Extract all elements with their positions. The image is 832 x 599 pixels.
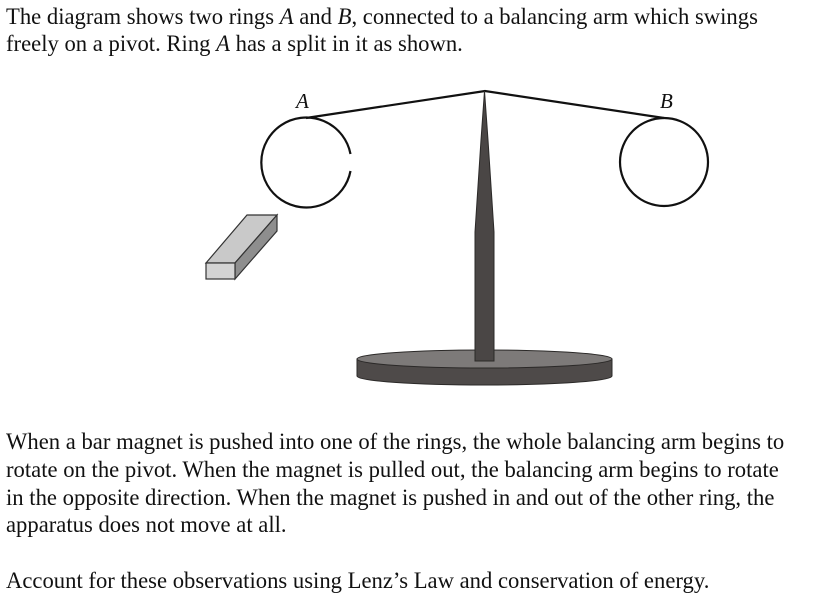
label-b: B bbox=[660, 89, 673, 113]
pivot-post bbox=[474, 90, 495, 362]
intro-text: The diagram shows two rings bbox=[6, 4, 280, 29]
label-a: A bbox=[294, 89, 309, 113]
body-line-1: When a bar magnet is pushed into one of … bbox=[6, 429, 785, 454]
intro-line-1: The diagram shows two rings A and B, con… bbox=[6, 3, 758, 30]
bar-magnet bbox=[204, 213, 279, 281]
intro-text: freely on a pivot. Ring bbox=[6, 31, 217, 56]
intro-text: , connected to a balancing arm which swi… bbox=[351, 4, 758, 29]
body-line-2: rotate on the pivot. When the magnet is … bbox=[6, 457, 779, 482]
intro-line-2: freely on a pivot. Ring A has a split in… bbox=[6, 30, 463, 57]
ring-a bbox=[260, 116, 352, 209]
ring-b-ref: B bbox=[337, 4, 352, 29]
intro-text: has a split in it as shown. bbox=[230, 31, 463, 56]
stand-base bbox=[356, 349, 613, 386]
body-line-3: in the opposite direction. When the magn… bbox=[6, 485, 775, 510]
balance-diagram: A B bbox=[204, 89, 710, 386]
intro-text: and bbox=[293, 4, 338, 29]
magnet-front-face bbox=[205, 262, 236, 280]
body-line-4: apparatus does not move at all. bbox=[6, 512, 287, 537]
question-text: Account for these observations using Len… bbox=[6, 568, 710, 593]
ring-a-ref: A bbox=[279, 4, 294, 29]
ring-b bbox=[618, 116, 710, 208]
ring-a-ref: A bbox=[216, 31, 231, 56]
